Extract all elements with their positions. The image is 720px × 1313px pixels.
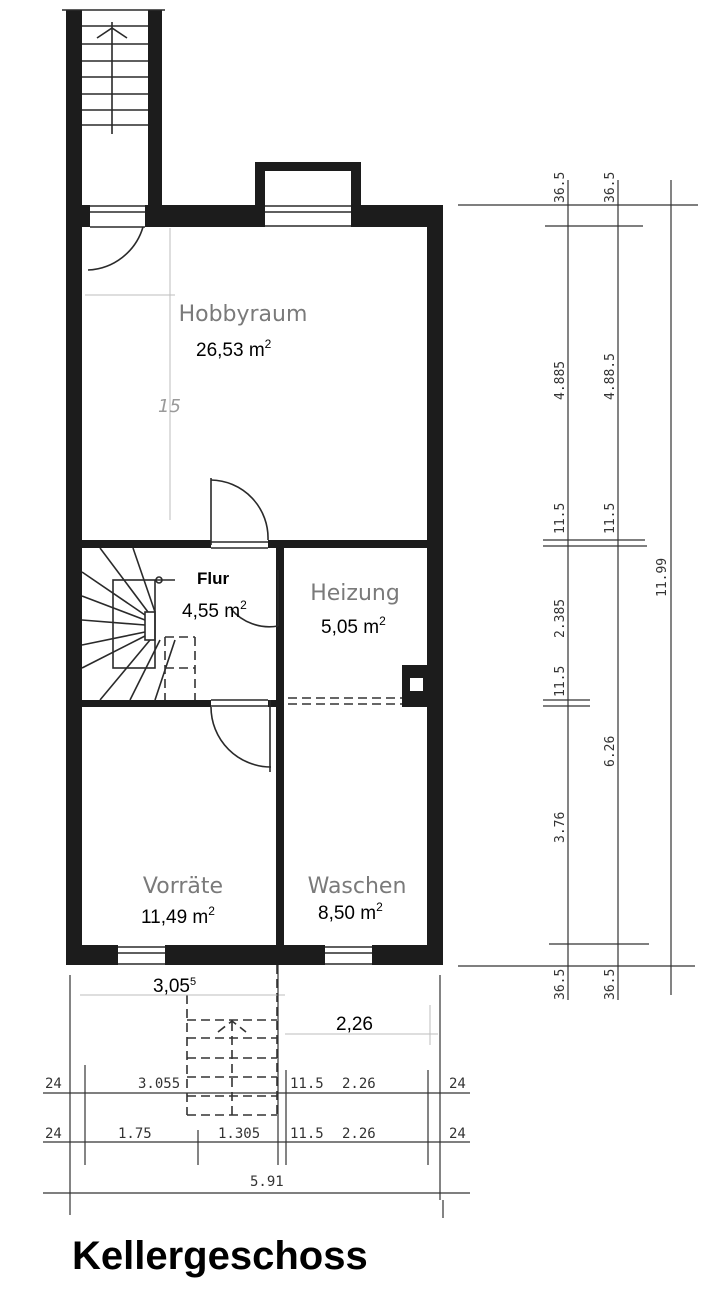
bottom-wall-segment xyxy=(165,945,325,965)
dim-v2-2: 11.5 xyxy=(603,503,618,534)
handwritten-mark: 15 xyxy=(158,396,181,417)
dim-right-width: 2,26 xyxy=(336,1014,373,1035)
dim-v2-4: 36.5 xyxy=(603,969,618,1000)
dim-row2-0: 24 xyxy=(45,1126,62,1142)
interior-wall-vertical xyxy=(276,540,284,945)
interior-stairs xyxy=(81,547,196,701)
dim-row1-2: 11.5 xyxy=(290,1076,324,1092)
right-outer-wall xyxy=(427,205,443,965)
stair-shaft-left-wall xyxy=(66,10,82,215)
interior-wall xyxy=(66,540,211,548)
stair-arrow-icon xyxy=(217,1019,247,1033)
top-wall-segment xyxy=(145,205,255,227)
door-swing-hobby xyxy=(210,479,269,541)
room-area-hobbyraum: 26,53 m2 xyxy=(196,337,272,361)
dim-v2-1: 4.88.5 xyxy=(603,353,618,400)
room-area-heizung: 5,05 m2 xyxy=(321,614,386,638)
dim-row2-2: 1.305 xyxy=(218,1126,260,1142)
dim-row1-4: 24 xyxy=(449,1076,466,1092)
door-swing-heizung xyxy=(230,608,279,628)
dim-v2-0: 36.5 xyxy=(603,172,618,203)
interior-wall xyxy=(268,700,284,707)
page-title: Kellergeschoss xyxy=(72,1234,368,1278)
dim-v1-3: 2.385 xyxy=(553,599,568,638)
dim-total-width: 5.91 xyxy=(250,1174,284,1190)
room-name-vorraete: Vorräte xyxy=(143,874,223,899)
dim-row1-0: 24 xyxy=(45,1076,62,1092)
dim-total-height: 11.99 xyxy=(655,558,670,597)
dim-left-width: 3,055 xyxy=(153,976,196,997)
interior-wall xyxy=(66,700,211,707)
dim-row1-1: 3.055 xyxy=(138,1076,180,1092)
room-name-flur: Flur xyxy=(197,569,229,588)
dim-v1-1: 4.885 xyxy=(553,361,568,400)
exterior-stairs-bottom xyxy=(186,965,278,1116)
interior-wall xyxy=(268,540,443,548)
door-swing-entry xyxy=(87,226,144,271)
bay-right-wall xyxy=(351,162,361,227)
exterior-stairs xyxy=(62,9,165,134)
bay-top-wall xyxy=(255,162,361,171)
dim-row2-4: 2.26 xyxy=(342,1126,376,1142)
room-name-waschen: Waschen xyxy=(308,874,407,899)
dim-v1-5: 3.76 xyxy=(553,812,568,843)
bottom-wall-segment xyxy=(66,945,118,965)
dim-v2-3: 6.26 xyxy=(603,736,618,767)
dim-row2-3: 11.5 xyxy=(290,1126,324,1142)
stair-shaft-right-wall xyxy=(148,10,162,215)
room-area-vorraete: 11,49 m2 xyxy=(141,904,215,928)
dim-v1-2: 11.5 xyxy=(553,503,568,534)
dim-row2-5: 24 xyxy=(449,1126,466,1142)
room-name-heizung: Heizung xyxy=(310,581,400,606)
bay-left-wall xyxy=(255,162,265,227)
dim-v1-0: 36.5 xyxy=(553,172,568,203)
dim-v1-6: 36.5 xyxy=(553,969,568,1000)
bottom-wall-segment xyxy=(372,945,443,965)
top-wall-segment xyxy=(360,205,442,227)
dim-v1-4: 11.5 xyxy=(553,666,568,697)
door-swing-vorraete xyxy=(210,706,272,768)
left-outer-wall xyxy=(66,205,82,965)
dim-row1-3: 2.26 xyxy=(342,1076,376,1092)
dim-row2-1: 1.75 xyxy=(118,1126,152,1142)
room-area-flur: 4,55 m2 xyxy=(182,598,247,622)
room-area-waschen: 8,50 m2 xyxy=(318,900,383,924)
room-name-hobbyraum: Hobbyraum xyxy=(179,302,308,327)
